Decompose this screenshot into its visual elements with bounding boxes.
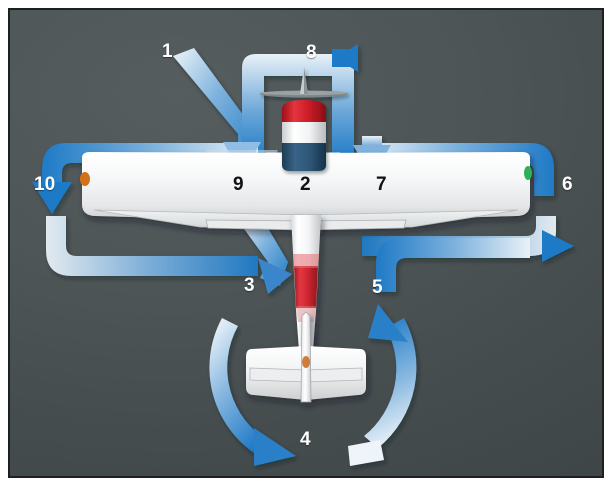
flow-arrowhead-3 xyxy=(258,258,292,294)
wing-left xyxy=(82,152,306,222)
flow-arrowhead-10 xyxy=(32,182,72,214)
fuselage-red-fade-top xyxy=(293,254,319,268)
callout-label-7: 7 xyxy=(376,174,387,195)
nav-light-right-icon xyxy=(524,166,532,180)
cowl-white-band xyxy=(282,122,326,143)
fuselage-red-band xyxy=(294,266,318,308)
callout-label-4: 4 xyxy=(300,429,311,450)
callout-label-5: 5 xyxy=(372,277,383,298)
elevator-left xyxy=(249,367,307,383)
callout-label-10: 10 xyxy=(34,174,56,195)
tail-nav-light-icon xyxy=(302,356,310,368)
flow-arrow-1 xyxy=(173,48,260,170)
nav-light-left-icon xyxy=(80,172,90,186)
flow-arrowhead-5 xyxy=(368,304,408,342)
callout-label-1: 1 xyxy=(162,41,173,62)
diagram-frame: 1 2 3 4 5 6 7 8 9 10 xyxy=(8,8,604,478)
wing-right-aileron xyxy=(305,219,407,231)
flow-arc-5 xyxy=(364,318,417,448)
callout-label-9: 9 xyxy=(233,174,244,195)
callout-label-6: 6 xyxy=(562,174,573,195)
wings xyxy=(80,152,532,231)
callout-label-3: 3 xyxy=(244,275,255,296)
tail-assembly xyxy=(246,311,366,403)
flow-arrowhead-4 xyxy=(254,428,296,466)
cowl-red-upper xyxy=(282,100,326,122)
flow-ribbons-front xyxy=(209,304,417,466)
flow-ribbon-5 xyxy=(376,238,530,292)
flow-ribbon-10-bottom xyxy=(46,216,258,276)
flow-arc-5-tail xyxy=(348,440,384,466)
windshield xyxy=(282,143,326,171)
aircraft xyxy=(80,67,532,403)
flow-arc-4 xyxy=(209,318,270,458)
diagram-artwork xyxy=(10,10,602,476)
elevator-right xyxy=(305,367,363,383)
aft-fuselage xyxy=(291,215,321,364)
wing-left-aileron xyxy=(205,219,307,231)
callout-label-8: 8 xyxy=(306,42,317,63)
wing-right xyxy=(306,152,530,222)
flow-arrowhead-6-tip xyxy=(542,230,574,262)
forward-fuselage xyxy=(282,100,326,171)
callout-label-2: 2 xyxy=(300,174,311,195)
flow-arrowhead-8-tip xyxy=(336,44,358,72)
airflow-illustration xyxy=(32,44,574,466)
propeller xyxy=(260,67,348,98)
